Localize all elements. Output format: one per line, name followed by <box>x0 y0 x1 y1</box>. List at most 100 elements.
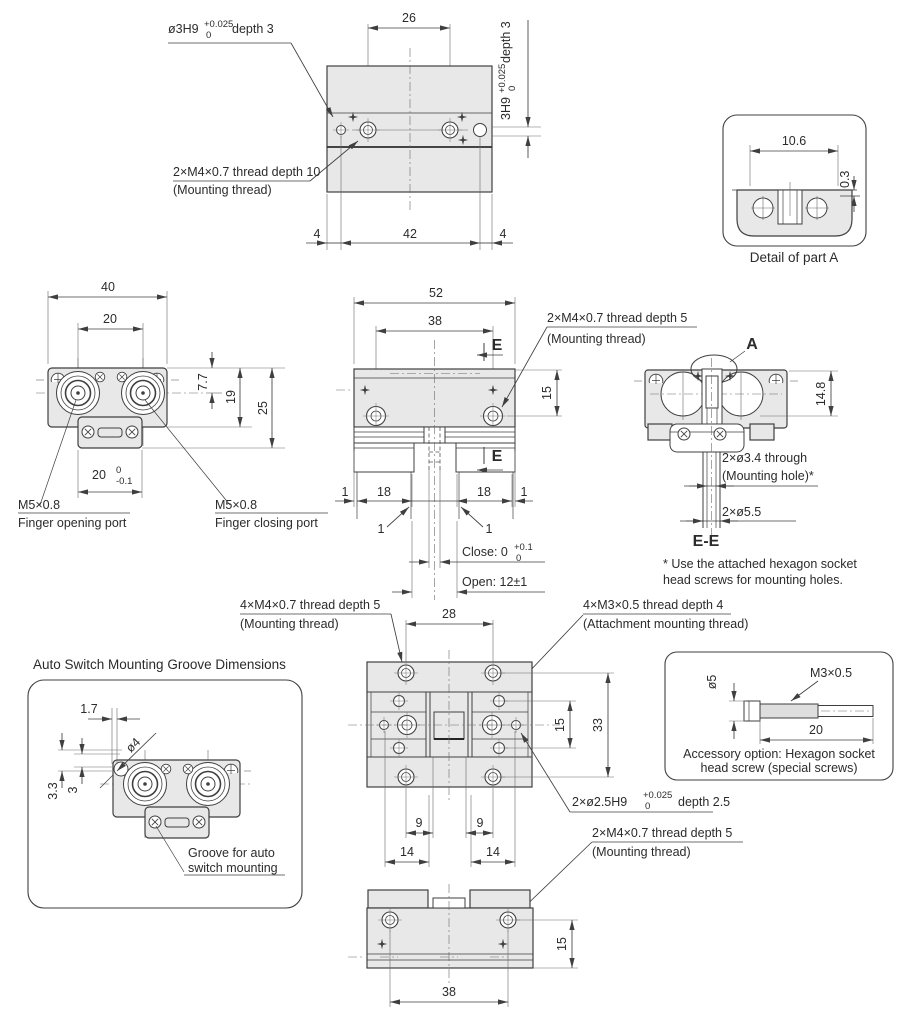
side-depth-callout: 3H9 +0.025 0 depth 3 <box>497 21 518 120</box>
note-line2: head screws for mounting holes. <box>663 573 843 587</box>
dim-25: 25 <box>256 401 270 415</box>
bottom-view-linework <box>348 841 743 1007</box>
pin-hole-callout-bottom: 2×ø2.5H9 +0.025 0 depth 2.5 <box>572 790 730 812</box>
dim-20-tol-sup: 0 <box>116 465 121 476</box>
dim-9-left: 9 <box>416 816 423 830</box>
detail-a-linework <box>732 145 860 237</box>
side-callout-tail: depth 3 <box>499 21 513 63</box>
accessory-caption: Accessory option: Hexagon socket head sc… <box>683 747 875 775</box>
dim-14-8: 14.8 <box>814 382 828 406</box>
dim-1-7: 1.7 <box>80 702 97 716</box>
bv-thread-line2: (Mounting thread) <box>592 845 691 859</box>
side-callout-base: 3H9 <box>499 97 513 120</box>
thread-callout-line2: (Mounting thread) <box>173 183 272 197</box>
side-view-ee: A 14.8 2×ø3.4 through (Mounting hole)* 2… <box>634 336 857 587</box>
dim-38-bv: 38 <box>442 985 456 999</box>
m4-callout-line1: 4×M4×0.7 thread depth 5 <box>240 598 380 612</box>
note-line1: * Use the attached hexagon socket <box>663 557 857 571</box>
dim-3: 3 <box>66 786 80 793</box>
dim-26: 26 <box>402 11 416 25</box>
pin-bc-tail: depth 2.5 <box>678 795 730 809</box>
dim-18-right: 18 <box>477 485 491 499</box>
mounting-hole-callout: 2×ø3.4 through (Mounting hole)* <box>722 451 814 483</box>
counterbore-label: 2×ø5.5 <box>722 505 761 519</box>
m3-callout-line2: (Attachment mounting thread) <box>583 617 748 631</box>
dim-33: 33 <box>591 718 605 732</box>
pin-callout-sub: 0 <box>206 30 211 41</box>
dim-20-screw: 20 <box>809 723 823 737</box>
dim-18-left: 18 <box>377 485 391 499</box>
center-thread-line1: 2×M4×0.7 thread depth 5 <box>547 311 687 325</box>
finger-closing-port-callout: M5×0.8 Finger closing port <box>215 498 318 530</box>
chamfer-1-right: 1 <box>486 522 493 536</box>
close-sub: 0 <box>516 553 521 564</box>
dim-40: 40 <box>101 280 115 294</box>
front-left-view: 40 20 7.7 19 25 20 0 -0.1 M5×0.8 Finger … <box>18 280 328 530</box>
opening-port-line1: M5×0.8 <box>18 498 60 512</box>
dim-20: 20 <box>103 312 117 326</box>
detail-a-mark: A <box>746 336 758 353</box>
close-label: Close: 0 <box>462 545 508 559</box>
groove-callout: Groove for auto switch mounting <box>188 846 278 875</box>
dim-38: 38 <box>428 314 442 328</box>
bottom-center-view: 4×M4×0.7 thread depth 5 (Mounting thread… <box>240 598 748 867</box>
side-callout-sub: 0 <box>507 86 518 91</box>
dim-15-bc: 15 <box>553 718 567 732</box>
pin-bc-sub: 0 <box>645 801 650 812</box>
accessory-caption-line1: Accessory option: Hexagon socket <box>683 747 875 761</box>
pin-callout-sup: +0.025 <box>204 19 233 30</box>
bv-thread-line1: 2×M4×0.7 thread depth 5 <box>592 826 732 840</box>
groove-line2: switch mounting <box>188 861 278 875</box>
dim-0-3: 0.3 <box>838 171 852 188</box>
detail-a-box: 10.6 0.3 Detail of part A <box>722 114 867 265</box>
pin-bc-base: 2×ø2.5H9 <box>572 795 627 809</box>
close-sup: +0.1 <box>514 542 533 553</box>
dim-10-6: 10.6 <box>782 134 806 148</box>
section-mark-e-bottom: E <box>492 448 503 465</box>
mounting-note: * Use the attached hexagon socket head s… <box>663 557 857 587</box>
auto-switch-box: Auto Switch Mounting Groove Dimensions 1… <box>27 657 303 909</box>
mounting-hole-line1: 2×ø3.4 through <box>722 451 807 465</box>
mounting-hole-line2: (Mounting hole)* <box>722 469 814 483</box>
dim-15-bv: 15 <box>555 937 569 951</box>
front-left-linework <box>18 291 328 514</box>
groove-line1: Groove for auto <box>188 846 275 860</box>
closing-port-line2: Finger closing port <box>215 516 318 530</box>
bottom-center-linework <box>240 613 731 867</box>
front-center-view: 52 38 E 15 2×M4×0.7 thread depth 5 (Moun… <box>335 286 697 600</box>
accessory-box: ø5 M3×0.5 20 Accessory option: Hexagon s… <box>664 651 894 781</box>
accessory-caption-line2: head screw (special screws) <box>701 761 858 775</box>
section-mark-e-top: E <box>492 337 503 354</box>
dim-dia5: ø5 <box>705 675 719 690</box>
pin-callout-tail: depth 3 <box>232 22 274 36</box>
close-dimension: Close: 0 +0.1 0 <box>462 542 533 564</box>
accessory-linework <box>729 680 874 744</box>
dim-20-tolerance: 20 0 -0.1 <box>92 465 132 487</box>
section-label-ee: E-E <box>693 533 720 550</box>
pin-callout-base: ø3H9 <box>168 22 199 36</box>
dim-19: 19 <box>224 390 238 404</box>
dim-14-right: 14 <box>486 845 500 859</box>
m4-thread-callout: 4×M4×0.7 thread depth 5 (Mounting thread… <box>240 598 380 631</box>
dim-20-tol-sub: -0.1 <box>116 476 132 487</box>
closing-port-line1: M5×0.8 <box>215 498 257 512</box>
mounting-thread-callout-center: 2×M4×0.7 thread depth 5 (Mounting thread… <box>547 311 687 346</box>
m3-callout-line1: 4×M3×0.5 thread depth 4 <box>583 598 723 612</box>
m4-callout-line2: (Mounting thread) <box>240 617 339 631</box>
detail-a-caption: Detail of part A <box>750 250 839 265</box>
bottom-view: 2×M4×0.7 thread depth 5 (Mounting thread… <box>348 826 743 1007</box>
auto-switch-title: Auto Switch Mounting Groove Dimensions <box>33 657 286 672</box>
thread-callout-line1: 2×M4×0.7 thread depth 10 <box>173 165 320 179</box>
dim-52: 52 <box>429 286 443 300</box>
dim-1-right: 1 <box>521 485 528 499</box>
pin-bc-sup: +0.025 <box>643 790 672 801</box>
dim-3-3: 3.3 <box>46 782 60 799</box>
opening-port-line2: Finger opening port <box>18 516 127 530</box>
dim-1-left: 1 <box>342 485 349 499</box>
side-view-linework <box>634 350 838 540</box>
dim-4-right: 4 <box>500 227 507 241</box>
dim-4-left: 4 <box>314 227 321 241</box>
dim-28: 28 <box>442 607 456 621</box>
